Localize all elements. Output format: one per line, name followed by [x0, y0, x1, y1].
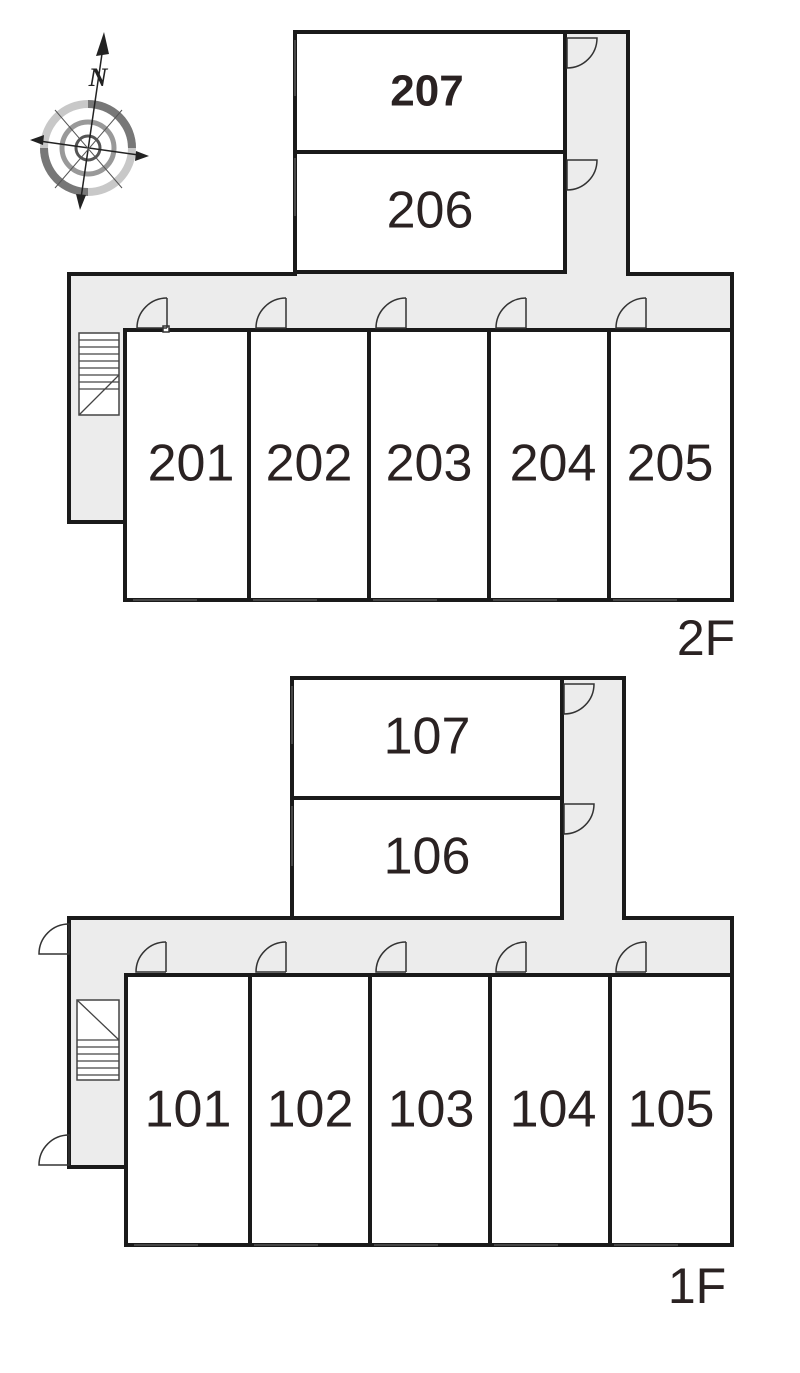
room-label-105: 105	[628, 1081, 715, 1139]
room-202[interactable]	[247, 328, 371, 602]
room-206[interactable]	[293, 150, 567, 274]
room-label-104: 104	[510, 1081, 597, 1139]
floor-label-2f: 2F	[677, 610, 735, 666]
windows-1f	[134, 686, 678, 1246]
room-label-205: 205	[627, 435, 714, 493]
room-label-101: 101	[145, 1081, 232, 1139]
stairs-1f	[76, 999, 120, 1081]
room-102[interactable]	[248, 973, 372, 1247]
room-label-204: 204	[510, 435, 597, 493]
room-label-202: 202	[266, 435, 353, 493]
door-103[interactable]	[375, 941, 407, 973]
door-207[interactable]	[566, 37, 598, 69]
room-label-203: 203	[386, 435, 473, 493]
door-106[interactable]	[563, 803, 595, 835]
room-label-102: 102	[267, 1081, 354, 1139]
door-105[interactable]	[615, 941, 647, 973]
room-106[interactable]	[290, 796, 564, 920]
floor-label-1f: 1F	[668, 1258, 726, 1314]
room-204[interactable]	[487, 328, 611, 602]
door-206[interactable]	[566, 159, 598, 191]
door-entrance-north[interactable]	[38, 923, 70, 955]
north-arrow-icon	[96, 32, 109, 56]
door-104[interactable]	[495, 941, 527, 973]
room-104[interactable]	[488, 973, 612, 1247]
door-204[interactable]	[495, 297, 527, 329]
compass-rose-icon: N	[30, 32, 149, 210]
room-label-206: 206	[387, 182, 474, 240]
room-label-107: 107	[384, 708, 471, 766]
door-101[interactable]	[135, 941, 167, 973]
room-203[interactable]	[367, 328, 491, 602]
door-205[interactable]	[615, 297, 647, 329]
door-107[interactable]	[563, 683, 595, 715]
room-205[interactable]	[607, 328, 734, 602]
room-label-103: 103	[388, 1081, 475, 1139]
door-203[interactable]	[375, 297, 407, 329]
windows-2f	[133, 40, 677, 601]
room-label-201: 201	[148, 435, 235, 493]
floor-2f: 207 206 201 202 203 204 205 2F	[67, 30, 735, 666]
room-101[interactable]	[124, 973, 252, 1247]
room-label-207: 207	[390, 67, 463, 116]
door-202[interactable]	[255, 297, 287, 329]
floor-1f: 107 106 101 102 103 104 105 1F	[38, 676, 734, 1314]
door-201[interactable]	[136, 297, 170, 333]
stairs-2f	[78, 332, 120, 416]
compass-north-label: N	[88, 63, 109, 92]
door-entrance-south[interactable]	[38, 1134, 70, 1166]
door-102[interactable]	[255, 941, 287, 973]
room-label-106: 106	[384, 828, 471, 886]
